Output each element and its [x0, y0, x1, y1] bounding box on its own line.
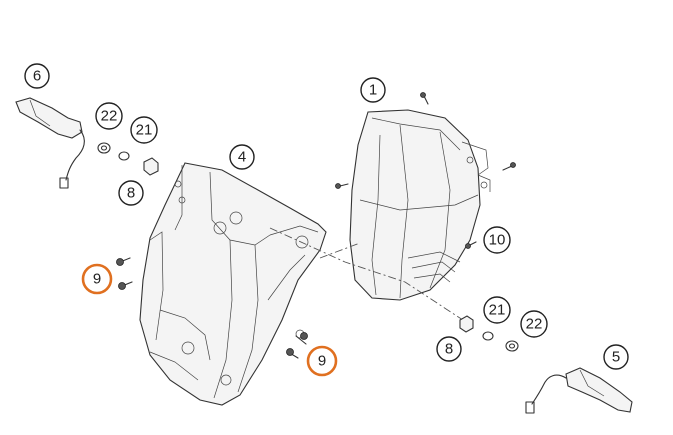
turn-signal-left-part — [15, 97, 85, 189]
callout-8-left: 8 — [118, 180, 144, 206]
headlight-screws — [335, 92, 516, 249]
callout-9-left: 9 — [81, 263, 113, 295]
callout-22-left: 22 — [95, 102, 123, 130]
callout-22-left-label: 22 — [101, 108, 118, 125]
callout-6: 6 — [24, 63, 50, 89]
callout-8-left-label: 8 — [127, 185, 135, 202]
assembly-axis-line-2 — [319, 242, 361, 259]
callout-5-label: 5 — [612, 349, 620, 366]
turn-signal-right-part — [525, 367, 633, 414]
headlight-mask-part — [139, 162, 327, 406]
callout-4: 4 — [229, 144, 255, 170]
callout-21-right: 21 — [483, 296, 511, 324]
screws-part-9 — [116, 257, 308, 359]
hardware-left — [97, 142, 159, 176]
callout-4-label: 4 — [238, 149, 246, 166]
callout-10: 10 — [483, 226, 511, 254]
headlight-part — [349, 109, 491, 301]
callout-21-left: 21 — [130, 116, 158, 144]
callout-22-right-label: 22 — [526, 316, 543, 333]
callout-6-label: 6 — [33, 68, 41, 85]
callout-8-right-label: 8 — [445, 341, 453, 358]
callout-9-right-label: 9 — [318, 353, 326, 370]
callout-9-right: 9 — [306, 345, 338, 377]
callout-22-right: 22 — [520, 310, 548, 338]
callout-5: 5 — [603, 344, 629, 370]
callout-10-label: 10 — [489, 232, 506, 249]
callout-8-right: 8 — [436, 336, 462, 362]
assembly-axis-line — [269, 227, 467, 323]
callout-1: 1 — [360, 77, 386, 103]
callout-21-left-label: 21 — [136, 122, 153, 139]
callout-21-right-label: 21 — [489, 302, 506, 319]
callout-9-left-label: 9 — [93, 271, 101, 288]
callout-1-label: 1 — [369, 82, 377, 99]
hardware-right — [459, 315, 519, 352]
